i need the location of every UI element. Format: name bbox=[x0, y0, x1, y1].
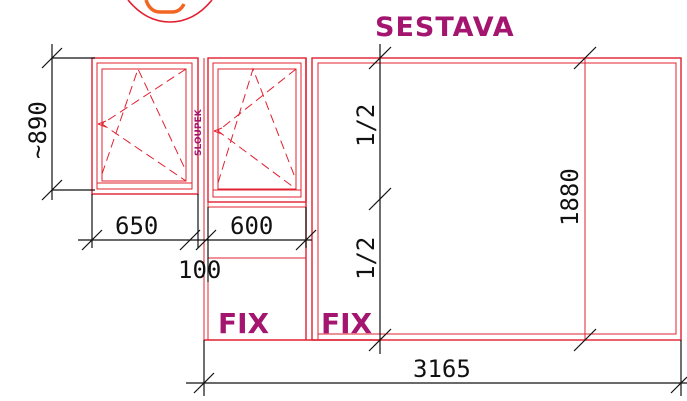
circle-badge bbox=[127, 0, 213, 23]
dim-width-right-window-text: 600 bbox=[230, 212, 273, 240]
dim-width-left-window-text: 650 bbox=[115, 212, 158, 240]
dim-height-left: ~890 bbox=[24, 44, 95, 201]
right-window bbox=[207, 57, 307, 208]
dim-total-height-text: 1880 bbox=[556, 168, 584, 226]
title: SESTAVA bbox=[375, 12, 515, 43]
fix-label-1: FIX bbox=[218, 307, 270, 340]
left-window bbox=[91, 57, 199, 195]
fix-label-2: FIX bbox=[321, 307, 373, 340]
dim-height-left-text: ~890 bbox=[24, 101, 52, 159]
dim-halves: 1/2 1/2 bbox=[352, 44, 392, 354]
post-sloupek: SLOUPEK bbox=[194, 58, 209, 340]
large-frame bbox=[311, 57, 682, 341]
dim-widths-left: 650 600 100 bbox=[78, 194, 317, 284]
post-label: SLOUPEK bbox=[194, 108, 204, 156]
dim-total-height: 1880 bbox=[556, 46, 597, 352]
dim-half-top-text: 1/2 bbox=[352, 104, 380, 147]
dim-width-post-text: 100 bbox=[178, 256, 221, 284]
fix-panes: FIX FIX bbox=[204, 58, 380, 341]
dim-total-width: 3165 bbox=[186, 340, 687, 396]
dim-total-width-text: 3165 bbox=[413, 355, 471, 383]
dim-half-bottom-text: 1/2 bbox=[352, 237, 380, 280]
